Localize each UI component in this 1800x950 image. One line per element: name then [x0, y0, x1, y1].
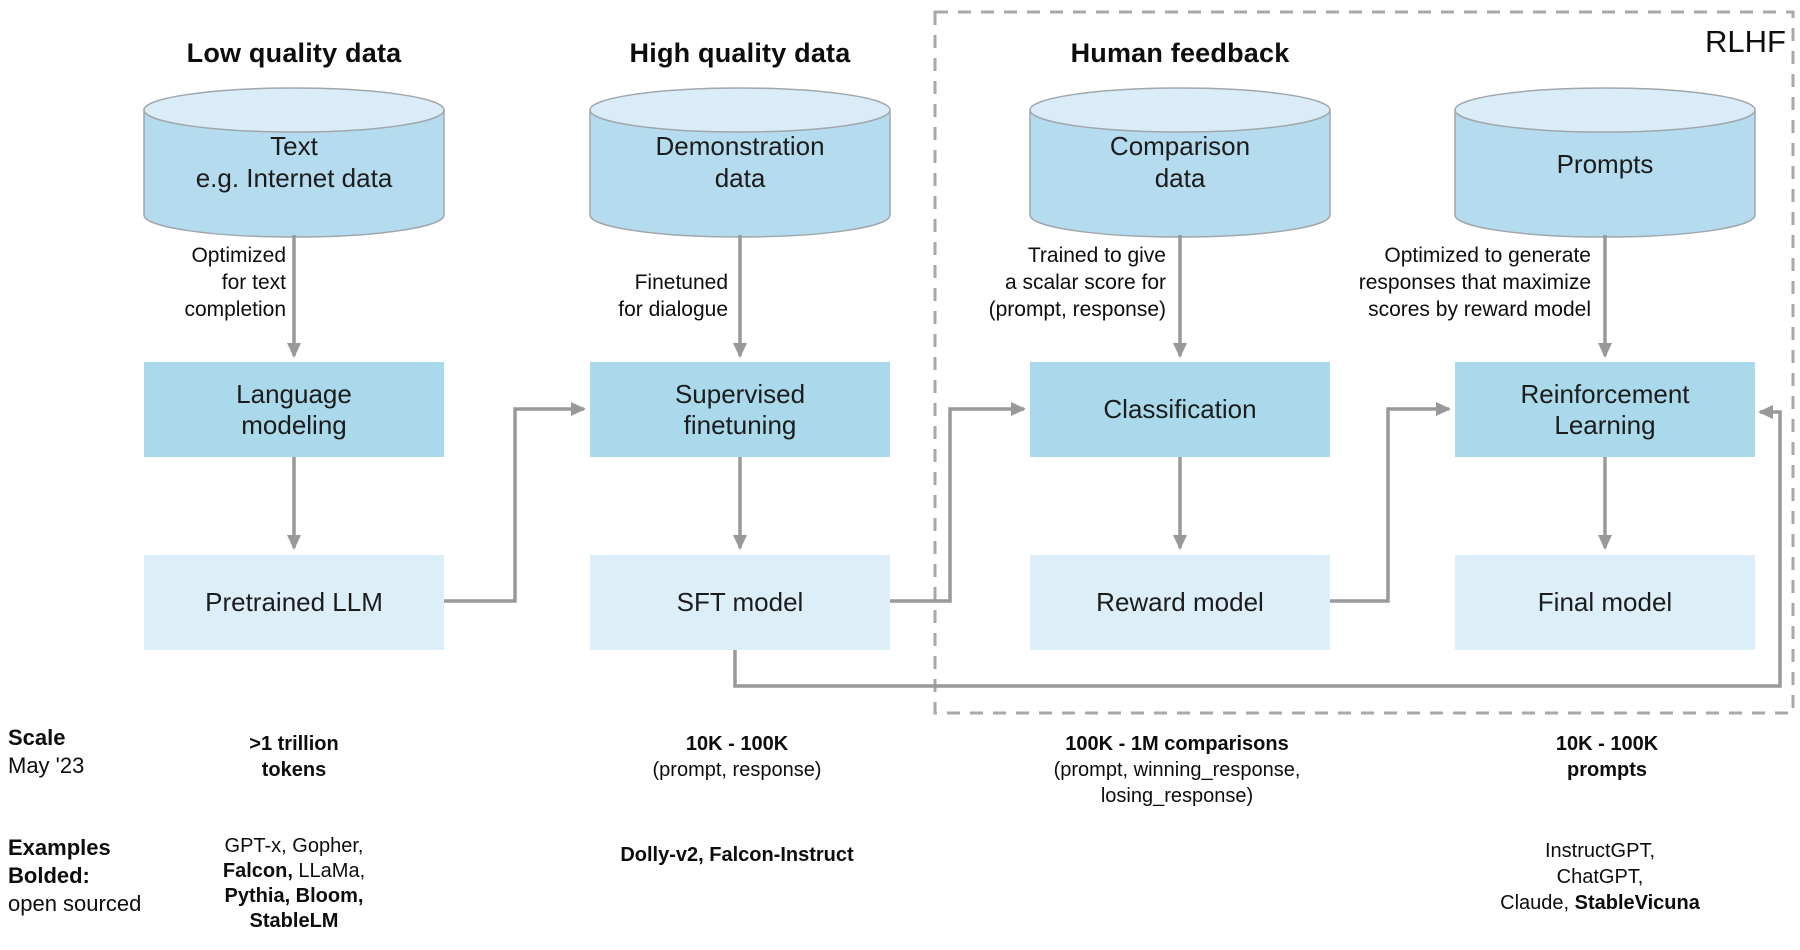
- cylinder-label-demonstration-data: Demonstration data: [655, 131, 825, 193]
- output-box-reward-model: Reward model: [1030, 555, 1330, 650]
- column-header-human-feedback: Human feedback: [1070, 38, 1290, 68]
- annotation-optimized-for-text-completion: Optimized for text completion: [184, 244, 286, 321]
- cylinder-label-text-data: Text e.g. Internet data: [195, 131, 393, 193]
- scale-value-sft: 10K - 100K (prompt, response): [652, 733, 822, 781]
- process-box-classification: Classification: [1030, 362, 1330, 457]
- column-header-low-quality-data: Low quality data: [186, 38, 402, 68]
- examples-rlhf-models: InstructGPT, ChatGPT, Claude, StableVicu…: [1500, 840, 1700, 914]
- output-box-sft-model: SFT model: [590, 555, 890, 650]
- arrow-pretrained-llm-to-supervised-finetuning: [444, 402, 586, 603]
- output-box-pretrained-llm: Pretrained LLM: [144, 555, 444, 650]
- annotation-finetuned-for-dialogue: Finetuned for dialogue: [618, 271, 728, 321]
- annotation-trained-scalar-score: Trained to give a scalar score for (prom…: [988, 244, 1166, 321]
- annotation-optimized-maximize-reward: Optimized to generate responses that max…: [1358, 244, 1591, 321]
- scale-value-reward-model: 100K - 1M comparisons (prompt, winning_r…: [1053, 733, 1301, 807]
- cylinder-label-comparison-data: Comparison data: [1109, 131, 1251, 193]
- process-box-reinforcement-learning: Reinforcement Learning: [1455, 362, 1755, 457]
- process-box-supervised-finetuning: Supervised finetuning: [590, 362, 890, 457]
- arrow-sft-model-to-classification: [890, 402, 1026, 603]
- scale-row-label: Scale May '23: [8, 725, 85, 778]
- scale-value-pretraining: >1 trillion tokens: [249, 733, 339, 781]
- database-cylinder-icon-text-data: [143, 87, 445, 238]
- output-box-final-model: Final model: [1455, 555, 1755, 650]
- database-cylinder-icon-comparison-data: [1029, 87, 1331, 238]
- rlhf-dashed-border: [933, 10, 1795, 715]
- examples-pretrained-models: GPT-x, Gopher, Falcon, LLaMa, Pythia, Bl…: [222, 835, 366, 932]
- arrow-reward-model-to-reinforcement-learning: [1330, 402, 1451, 603]
- rlhf-box-label: RLHF: [1705, 24, 1786, 59]
- cylinder-label-prompts: Prompts: [1556, 149, 1654, 179]
- examples-sft-models: Dolly-v2, Falcon-Instruct: [620, 844, 854, 866]
- examples-row-label: Examples Bolded: open sourced: [8, 835, 142, 916]
- database-cylinder-icon-demonstration-data: [589, 87, 891, 238]
- column-header-high-quality-data: High quality data: [629, 38, 851, 68]
- scale-value-rlhf: 10K - 100K prompts: [1555, 733, 1659, 781]
- database-cylinder-icon-prompts: [1454, 87, 1756, 238]
- process-box-language-modeling: Language modeling: [144, 362, 444, 457]
- arrow-sft-model-to-reinforcement-learning: [733, 405, 1782, 688]
